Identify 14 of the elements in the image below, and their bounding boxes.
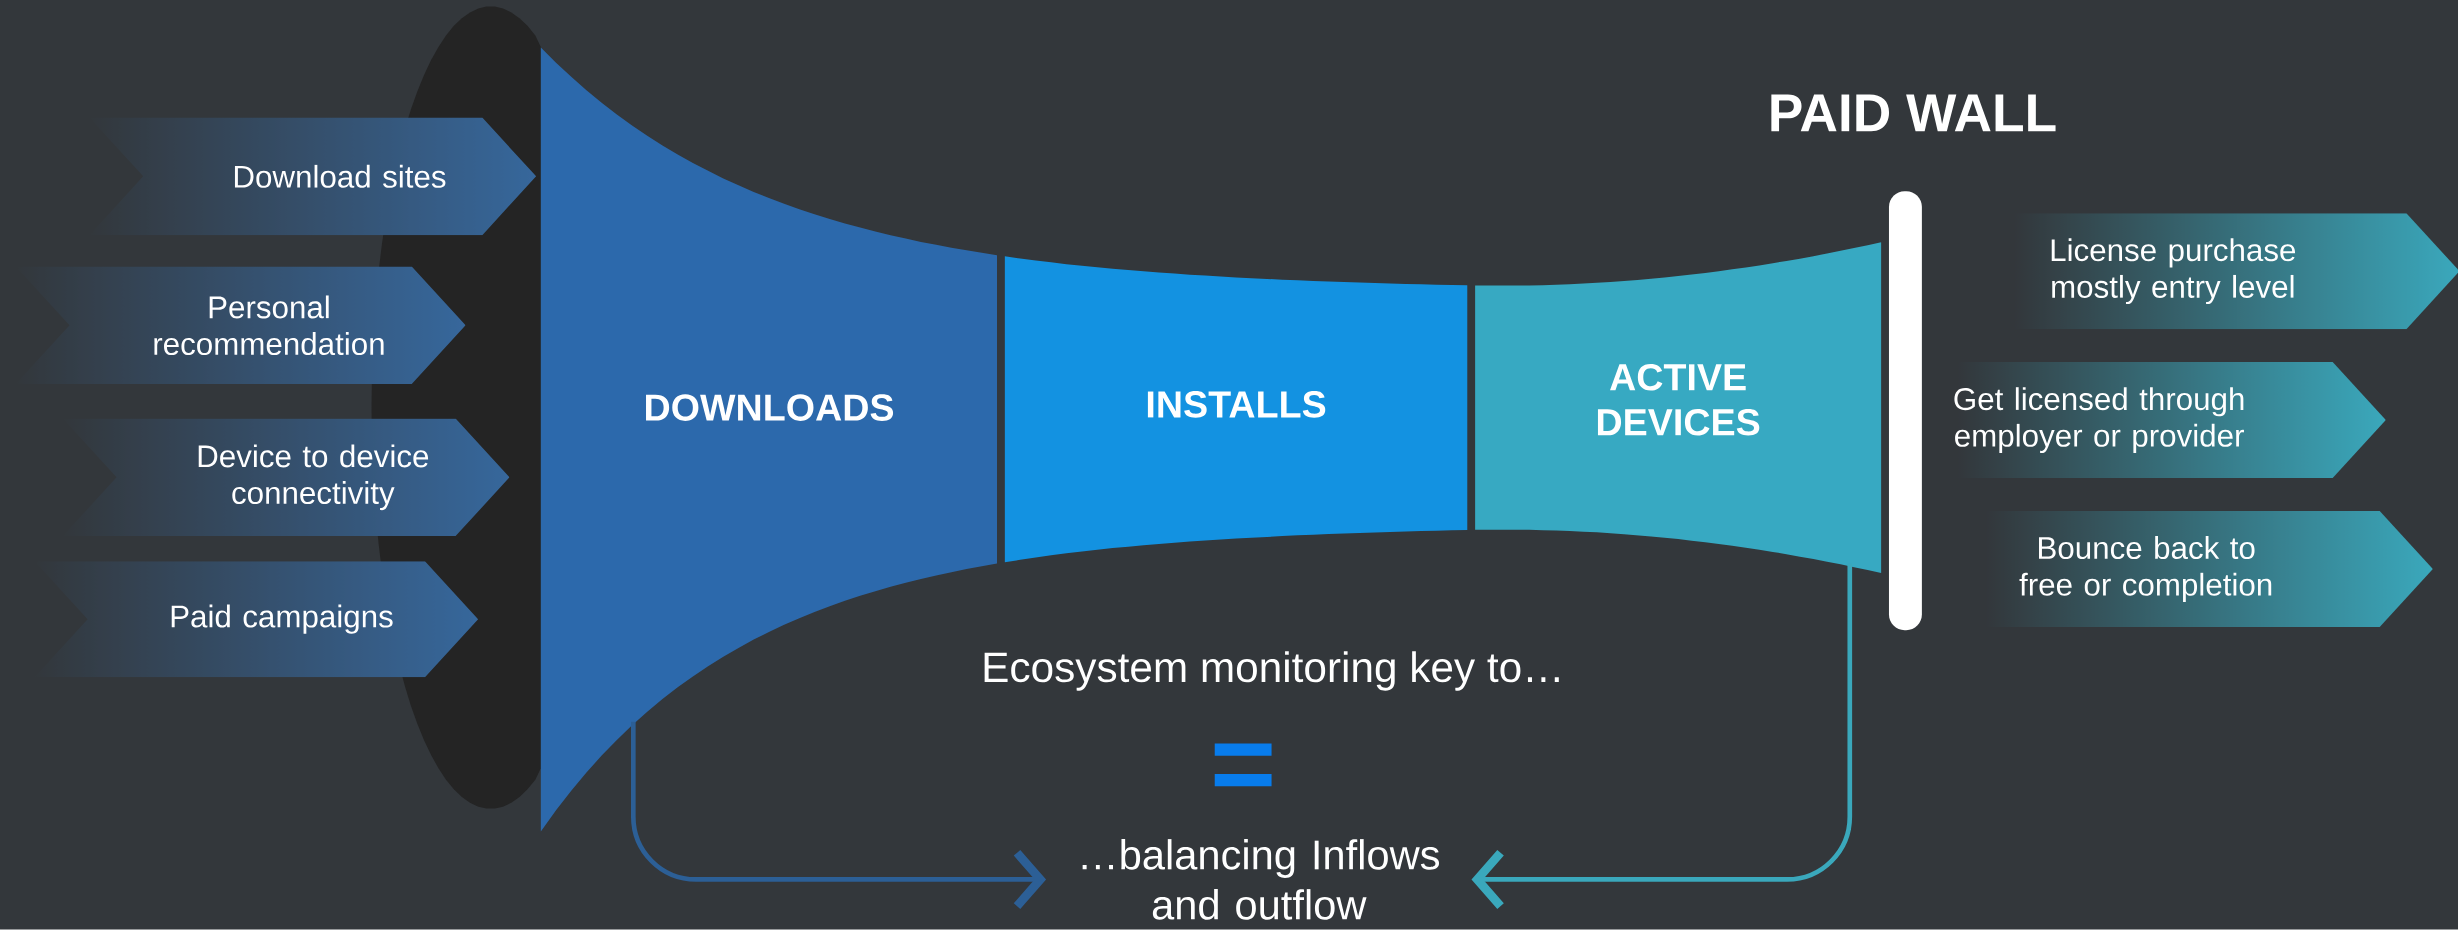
equals-sign: = [1214, 743, 1272, 787]
chevron-arrow: Get licensed through employer or provider [1954, 387, 2244, 454]
funnel-section: INSTALLS [1004, 256, 1468, 563]
outcome-text: …balancing Inflows and outflow [1082, 839, 1439, 920]
funnel-section: ACTIVE DEVICES [1475, 242, 1882, 574]
chevron-arrow: Download sites [234, 165, 446, 189]
arrow [1471, 563, 1853, 910]
chevron-arrow: License purchase mostly entry level [2051, 238, 2296, 305]
node-label: PAID WALL [1771, 94, 2056, 132]
chevron-arrow: Paid campaigns [171, 604, 393, 634]
chevron-arrow: Device to device connectivity [198, 444, 429, 511]
arrow [631, 721, 1047, 910]
chevron-arrow: Personal recommendation [154, 295, 384, 356]
chevron-arrow: Bounce back to free or completion [2019, 536, 2272, 603]
